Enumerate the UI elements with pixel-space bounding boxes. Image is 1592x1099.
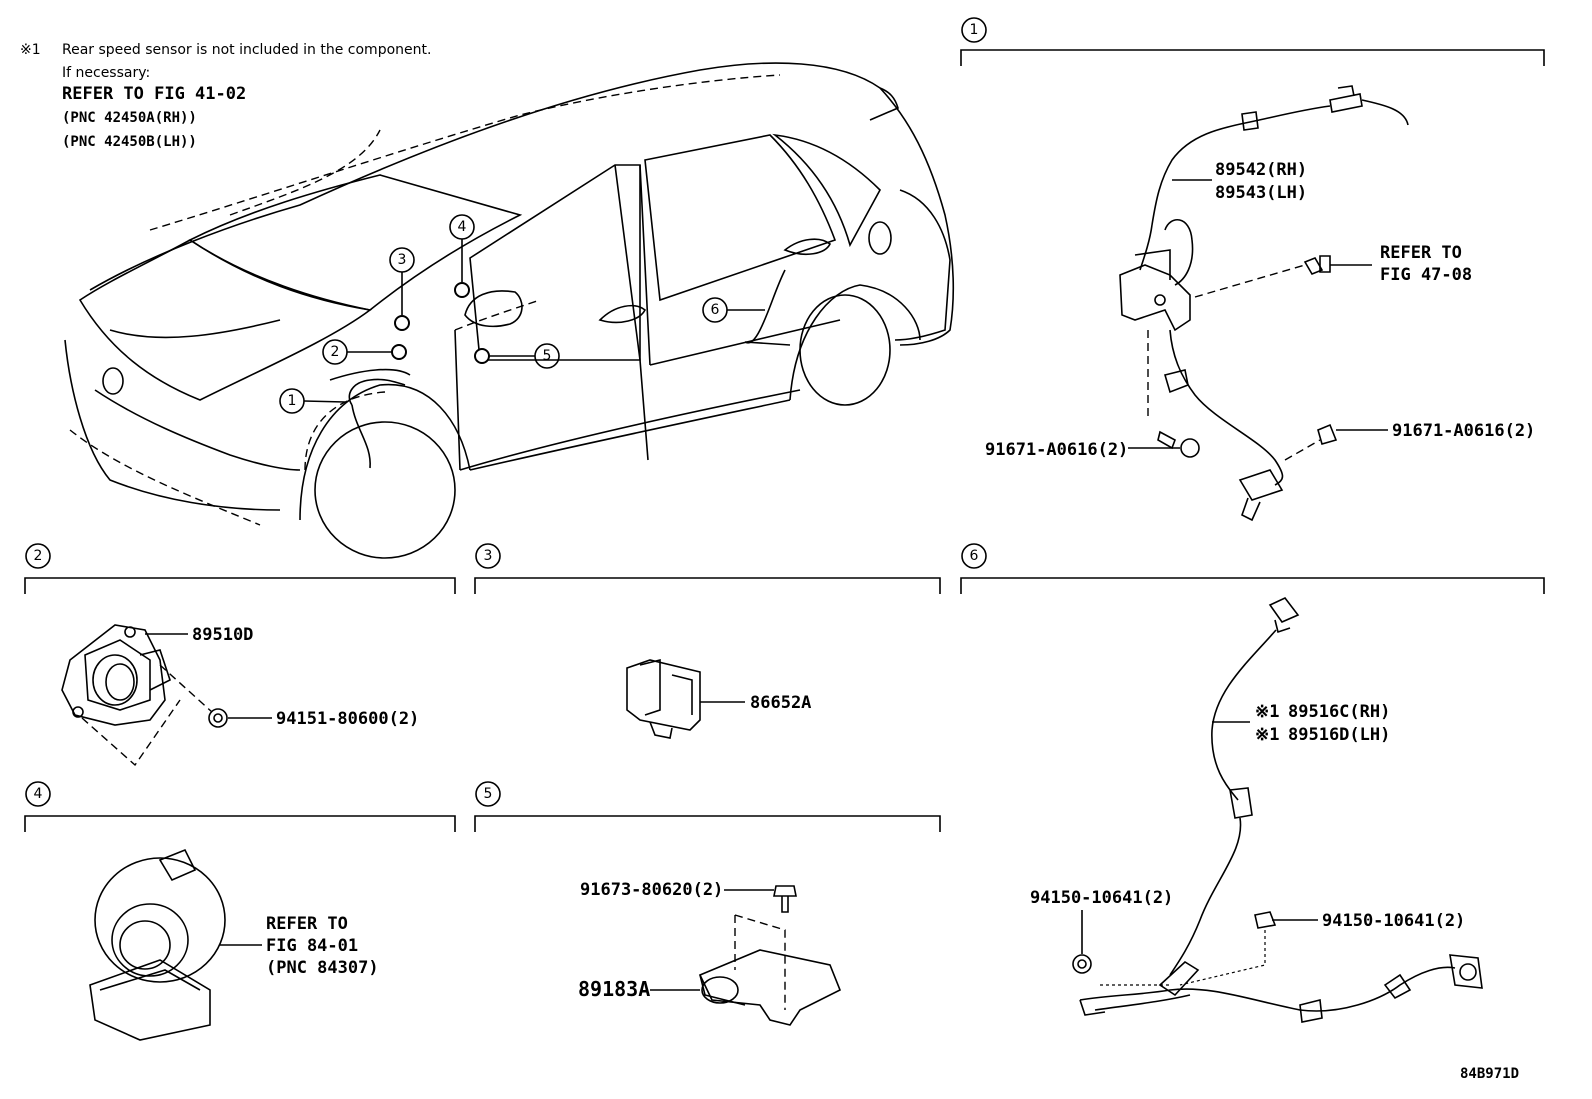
section-6-rear-speed-sensor-harness: 6 ※1 89516C(RH) ※1 89516D(LH) 94150-1064… [960, 543, 1545, 1023]
section-1-part-lh[interactable]: 89543(LH) [1215, 183, 1307, 203]
section-2-yaw-rate-sensor: 2 89510D 94151-80600(2) [24, 543, 456, 767]
location-dot-3 [394, 315, 410, 331]
section-2-bracket [24, 577, 456, 594]
callout-5-label: 5 [543, 348, 552, 364]
section-6-part-rh[interactable]: 89516C(RH) [1288, 702, 1390, 722]
footnote-mark: ※1 [20, 42, 41, 58]
section-1-number-circle [961, 17, 987, 43]
section-2-part[interactable]: 89510D [192, 625, 253, 645]
section-5-number: 5 [484, 786, 493, 802]
section-6-mark-lh: ※1 [1255, 725, 1279, 745]
section-1-part-rh[interactable]: 89542(RH) [1215, 160, 1307, 180]
footnote-pnc-rh: (PNC 42450A(RH)) [62, 110, 197, 126]
section-1-bolt-left-icon [1180, 438, 1200, 458]
callout-5-circle[interactable] [534, 343, 560, 369]
section-3-number-circle [475, 543, 501, 569]
footnote-refer-fig[interactable]: REFER TO FIG 41-02 [62, 84, 246, 104]
location-dot-5 [474, 348, 490, 364]
section-4-number-circle [25, 781, 51, 807]
section-6-clip-left[interactable]: 94150-10641(2) [1030, 888, 1173, 908]
section-2-nut-icon [208, 708, 228, 728]
section-2-number-circle [25, 543, 51, 569]
section-6-bracket [960, 577, 1545, 594]
section-1-bolt-left[interactable]: 91671-A0616(2) [985, 440, 1128, 460]
callout-3-label: 3 [398, 252, 407, 268]
section-3-number: 3 [484, 548, 493, 564]
section-6-clip-right[interactable]: 94150-10641(2) [1322, 911, 1465, 931]
footnote-text: Rear speed sensor is not included in the… [62, 42, 431, 58]
section-1-bolt-right[interactable]: 91671-A0616(2) [1392, 421, 1535, 441]
section-6-number: 6 [970, 548, 979, 564]
vehicle-callouts: 1 2 3 4 5 6 [279, 214, 765, 414]
section-5-bracket [474, 815, 941, 832]
section-6-number-circle [961, 543, 987, 569]
section-2-number: 2 [34, 548, 43, 564]
section-4-refer-pnc: (PNC 84307) [266, 958, 379, 978]
diagram-id: 84B971D [1460, 1066, 1519, 1082]
section-3-sensor-module: 3 86652A [474, 543, 941, 739]
vehicle-illustration [64, 62, 955, 559]
section-4-spiral-cable: 4 REFER TO FIG 84-01 (PNC 84307) [24, 781, 456, 1041]
footnote: ※1 Rear speed sensor is not included in … [20, 42, 431, 150]
section-3-bracket [474, 577, 941, 594]
section-1-refer-line1: REFER TO [1380, 243, 1462, 263]
callout-2-label: 2 [331, 344, 340, 360]
section-6-part-lh[interactable]: 89516D(LH) [1288, 725, 1390, 745]
footnote-if-necessary: If necessary: [62, 65, 150, 81]
section-1-bracket [960, 49, 1545, 66]
section-5-bolt[interactable]: 91673-80620(2) [580, 880, 723, 900]
section-1-number: 1 [970, 22, 979, 38]
section-6-mark-rh: ※1 [1255, 702, 1279, 722]
section-5-part[interactable]: 89183A [578, 977, 650, 1001]
section-5-sensor-bracket: 5 91673-80620(2) 89183A [474, 781, 941, 1026]
callout-1-label: 1 [288, 393, 297, 409]
section-1-front-speed-sensor: 1 89542(RH) 89543(LH) REFER TO FIG 47-08 [960, 17, 1545, 522]
section-1-refer-fig[interactable]: FIG 47-08 [1380, 265, 1472, 285]
location-dot-2 [391, 344, 407, 360]
section-4-refer-fig[interactable]: FIG 84-01 [266, 936, 358, 956]
section-6-clip-left-icon [1072, 954, 1092, 974]
section-5-number-circle [475, 781, 501, 807]
footnote-pnc-lh: (PNC 42450B(LH)) [62, 134, 197, 150]
callout-6-label: 6 [711, 302, 720, 318]
location-dot-4 [454, 282, 470, 298]
section-3-part[interactable]: 86652A [750, 693, 811, 713]
section-4-bracket [24, 815, 456, 832]
section-4-number: 4 [34, 786, 43, 802]
section-4-refer-line1: REFER TO [266, 914, 348, 934]
callout-4-label: 4 [458, 219, 467, 235]
section-2-nut[interactable]: 94151-80600(2) [276, 709, 419, 729]
